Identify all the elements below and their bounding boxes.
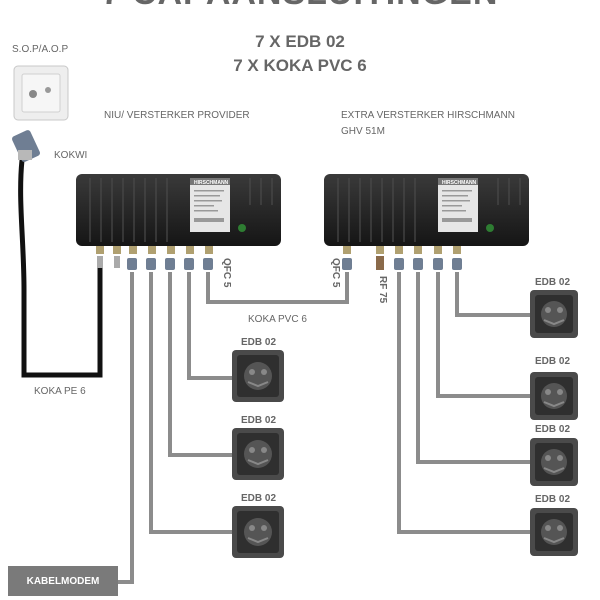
edb-label: EDB 02: [241, 493, 277, 504]
hirschmann-amplifier: [324, 174, 529, 246]
cables-koka-pvc: [118, 272, 530, 584]
hirschmann-brand: HIRSCHMANN: [442, 180, 477, 186]
hirschmann-ports: [342, 246, 462, 270]
edb-label: EDB 02: [241, 337, 277, 348]
koka-pe-label: KOKA PE 6: [34, 386, 86, 397]
edb-outlet: [232, 506, 284, 558]
edb-outlet: [232, 428, 284, 480]
rf75-label: RF 75: [377, 276, 388, 304]
kabelmodem: KABELMODEM: [8, 566, 118, 596]
subtitle-koka: 7 X KOKA PVC 6: [233, 56, 367, 75]
subtitle-edb: 7 X EDB 02: [255, 32, 345, 51]
edb-label: EDB 02: [535, 356, 571, 367]
extra-amp-label: EXTRA VERSTERKER HIRSCHMANN: [341, 110, 515, 121]
qfc-right-label: QFC 5: [330, 258, 341, 288]
qfc-left-label: QFC 5: [221, 258, 232, 288]
edb-outlet: [530, 290, 578, 338]
kokwi-label: KOKWI: [54, 150, 88, 161]
niu-label: NIU/ VERSTERKER PROVIDER: [104, 110, 250, 121]
niu-amplifier: [76, 174, 281, 246]
wall-socket: [13, 65, 69, 121]
edb-label: EDB 02: [535, 494, 571, 505]
edb-outlet: [530, 372, 578, 420]
koka-pvc-label: KOKA PVC 6: [248, 314, 307, 325]
diagram-title: 7 CAI-AANSLUITINGEN: [0, 0, 600, 13]
edb-outlet: [232, 350, 284, 402]
edb-label: EDB 02: [535, 424, 571, 435]
edb-outlet: [530, 508, 578, 556]
niu-ports: [96, 246, 213, 270]
edb-label: EDB 02: [241, 415, 277, 426]
edb-label: EDB 02: [535, 277, 571, 288]
cable-koka-pe: [18, 159, 103, 378]
sop-label: S.O.P/A.O.P: [12, 44, 69, 55]
edb-outlet: [530, 438, 578, 486]
niu-brand: HIRSCHMANN: [194, 180, 229, 186]
kokwi-connector: [12, 130, 40, 162]
extra-amp-model: GHV 51M: [341, 126, 385, 137]
